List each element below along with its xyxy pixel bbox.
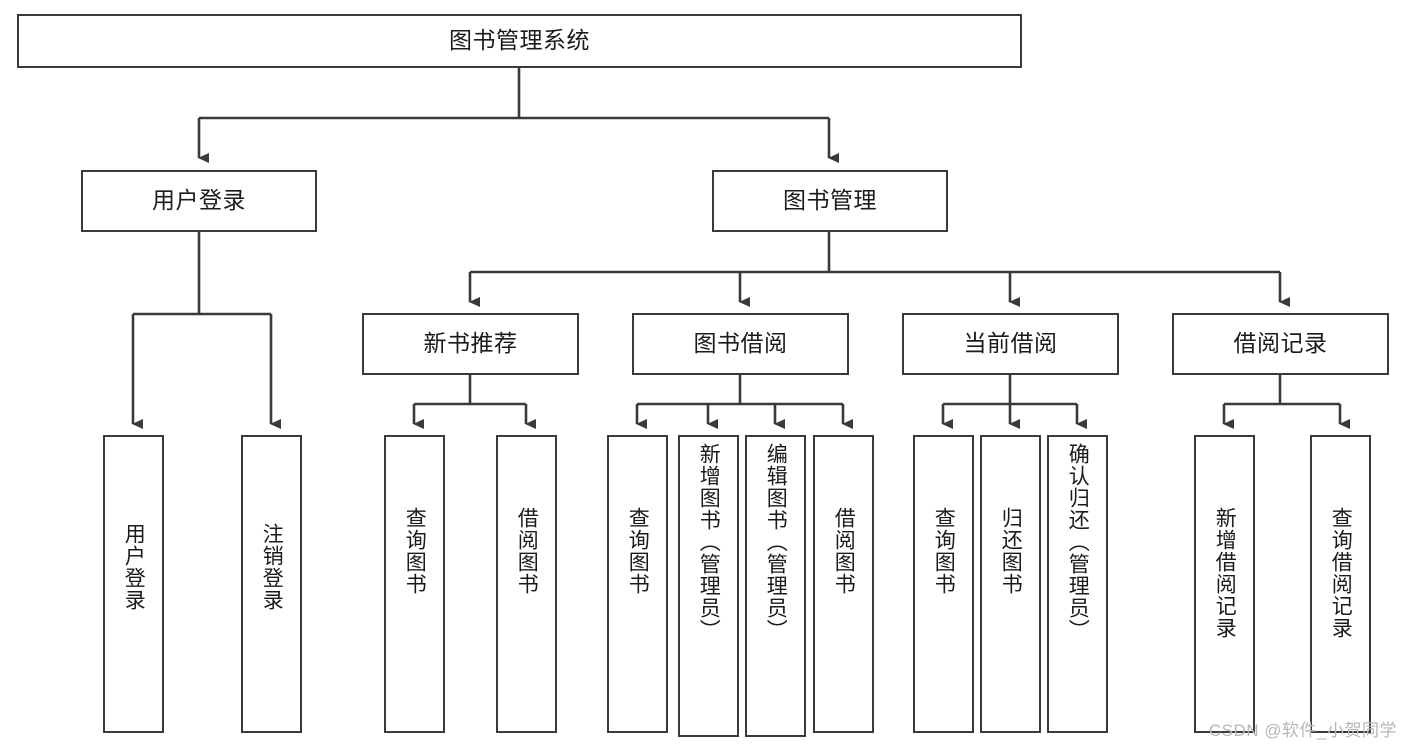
leaf-edit-book-label: 编辑图书（管理员） (764, 443, 788, 641)
leaf-user-logout[interactable]: 注销登录 (241, 435, 302, 733)
watermark: CSDN @软件_小贺同学 (1208, 721, 1397, 740)
leaf-user-logout-label: 注销登录 (260, 523, 284, 611)
leaf-query-book-3-label: 查询图书 (932, 507, 956, 595)
leaf-confirm-return[interactable]: 确认归还（管理员） (1047, 435, 1108, 733)
node-book-borrow-label: 图书借阅 (693, 330, 788, 357)
node-book-management[interactable]: 图书管理 (712, 170, 948, 232)
leaf-add-record[interactable]: 新增借阅记录 (1194, 435, 1255, 733)
leaf-borrow-book-1[interactable]: 借阅图书 (496, 435, 557, 733)
leaf-query-book-3[interactable]: 查询图书 (913, 435, 974, 733)
node-borrow-record[interactable]: 借阅记录 (1172, 313, 1389, 375)
leaf-borrow-book-1-label: 借阅图书 (515, 507, 539, 595)
leaf-return-book-label: 归还图书 (999, 507, 1023, 595)
node-current-borrow[interactable]: 当前借阅 (902, 313, 1119, 375)
node-current-borrow-label: 当前借阅 (963, 330, 1058, 357)
node-root[interactable]: 图书管理系统 (17, 14, 1022, 68)
leaf-add-record-label: 新增借阅记录 (1213, 507, 1237, 639)
node-root-label: 图书管理系统 (449, 27, 590, 54)
leaf-query-book-1-label: 查询图书 (403, 507, 427, 595)
leaf-query-record-label: 查询借阅记录 (1329, 507, 1353, 639)
node-user-login[interactable]: 用户登录 (81, 170, 317, 232)
leaf-borrow-book-2-label: 借阅图书 (832, 507, 856, 595)
leaf-edit-book[interactable]: 编辑图书（管理员） (745, 435, 806, 737)
node-new-book-recommend-label: 新书推荐 (423, 330, 518, 357)
leaf-query-book-1[interactable]: 查询图书 (384, 435, 445, 733)
node-book-borrow[interactable]: 图书借阅 (632, 313, 849, 375)
leaf-add-book-label: 新增图书（管理员） (697, 443, 721, 641)
leaf-query-record[interactable]: 查询借阅记录 (1310, 435, 1371, 733)
leaf-borrow-book-2[interactable]: 借阅图书 (813, 435, 874, 733)
leaf-query-book-2[interactable]: 查询图书 (607, 435, 668, 733)
leaf-confirm-return-label: 确认归还（管理员） (1066, 443, 1090, 641)
leaf-user-login[interactable]: 用户登录 (103, 435, 164, 733)
leaf-return-book[interactable]: 归还图书 (980, 435, 1041, 733)
node-new-book-recommend[interactable]: 新书推荐 (362, 313, 579, 375)
node-book-management-label: 图书管理 (783, 187, 877, 214)
leaf-add-book[interactable]: 新增图书（管理员） (678, 435, 739, 737)
node-user-login-label: 用户登录 (152, 187, 246, 214)
leaf-query-book-2-label: 查询图书 (626, 507, 650, 595)
node-borrow-record-label: 借阅记录 (1233, 330, 1328, 357)
leaf-user-login-label: 用户登录 (122, 523, 146, 611)
